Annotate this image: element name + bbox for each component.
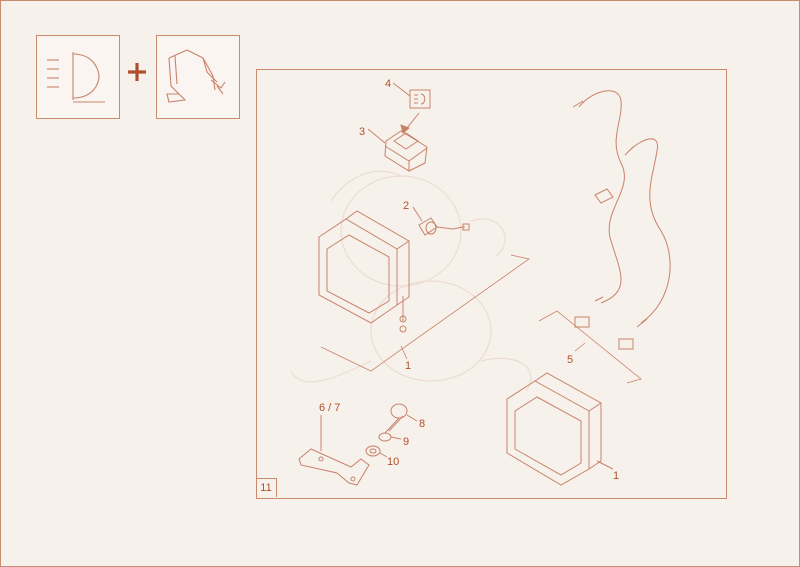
loader-frame-icon [166, 49, 226, 103]
callout-1-lower: 1 [613, 470, 619, 482]
wiring-harness-part[interactable] [572, 90, 671, 350]
callout-2: 2 [403, 200, 409, 212]
callout-1-upper: 1 [405, 360, 411, 372]
headlight-kit-thumbnail[interactable] [36, 35, 120, 119]
nut-part[interactable] [365, 445, 388, 458]
bolt-part[interactable] [384, 403, 418, 434]
callout-6-7: 6 / 7 [319, 402, 340, 414]
decal-part[interactable] [392, 82, 431, 109]
callout-10: 10 [387, 456, 399, 468]
headlight-part-lower[interactable] [506, 372, 614, 486]
headlight-part-upper[interactable] [318, 210, 410, 333]
callout-8: 8 [419, 418, 425, 430]
sheet-number: 11 [256, 478, 277, 497]
plus-icon [128, 63, 146, 81]
bulb-part[interactable] [412, 206, 470, 236]
watermark-mascot [290, 170, 532, 392]
rocker-switch-part[interactable] [367, 112, 428, 172]
parts-drawing: 4 3 2 1 5 6 / 7 8 9 10 1 [290, 78, 671, 486]
washer-part[interactable] [378, 432, 402, 442]
loader-frame-thumbnail[interactable] [156, 35, 240, 119]
callout-9: 9 [403, 436, 409, 448]
callout-3: 3 [359, 126, 365, 138]
mounting-bracket-part[interactable] [298, 415, 370, 486]
callout-5: 5 [567, 354, 573, 366]
leader-lines-harness [538, 310, 642, 384]
headlight-icon [47, 52, 105, 103]
leader-lines-upper [320, 254, 530, 372]
callout-4: 4 [385, 78, 391, 90]
exploded-parts-diagram: 4 3 2 1 5 6 / 7 8 9 10 1 [256, 69, 727, 499]
